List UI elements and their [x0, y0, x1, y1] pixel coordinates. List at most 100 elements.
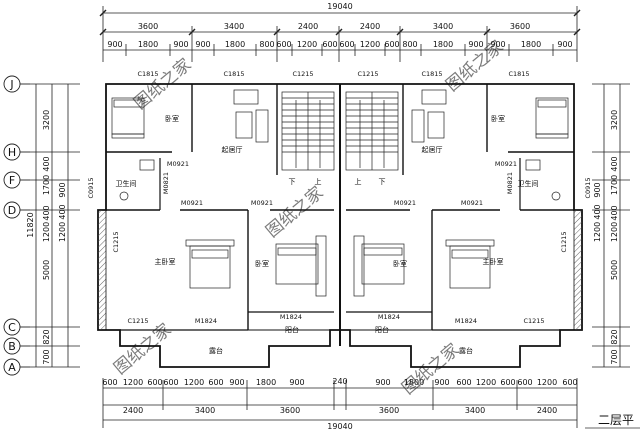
- door-code: M0921: [495, 160, 517, 168]
- left-dim: 5000: [42, 260, 51, 280]
- bottom-row2-labels: 600 1200 600 600 1200 600 900 1800 900 9…: [102, 378, 577, 387]
- bottom-dim: 2400: [537, 406, 557, 415]
- stair-up: 上: [315, 177, 322, 186]
- bottom-sub-dim: 900: [434, 378, 449, 387]
- right-dim: 820: [610, 329, 619, 344]
- top-sub-dim: 600: [384, 40, 399, 49]
- top-sub-dim: 600: [322, 40, 337, 49]
- top-sub-dim: 900: [173, 40, 188, 49]
- top-sub-dim: 800: [259, 40, 274, 49]
- window-code: C1215: [127, 317, 148, 325]
- top-sub-dim: 900: [557, 40, 572, 49]
- door-code: M0821: [506, 172, 514, 194]
- room-balcony: 阳台: [285, 325, 299, 334]
- bottom-sub-dim: 600: [500, 378, 515, 387]
- left-dim: 820: [42, 329, 51, 344]
- right-dim: 3200: [610, 110, 619, 130]
- room-living: 起居厅: [422, 146, 443, 154]
- bottom-sub-dim: 600: [163, 378, 178, 387]
- bottom-dim: 3600: [379, 406, 399, 415]
- bottom-sub-dim: 1200: [537, 378, 557, 387]
- left-dim: 3200: [42, 110, 51, 130]
- bed-center-left: [275, 235, 327, 297]
- bottom-sub-dim: 900: [289, 378, 304, 387]
- window-code: C1815: [223, 70, 244, 78]
- master-bed-right: [445, 239, 495, 289]
- left-inner-dim: 1200: [58, 222, 67, 242]
- furniture: [111, 89, 569, 297]
- room-master: 主卧室: [483, 257, 504, 266]
- axis-label-a: A: [8, 361, 16, 374]
- door-code: M1824: [195, 317, 217, 325]
- watermark: 图纸之家: [262, 183, 327, 242]
- side-dimensions: [30, 83, 630, 368]
- watermark: 图纸之家: [110, 320, 175, 379]
- right-dim: 700: [610, 349, 619, 364]
- left-dim: 400: [42, 205, 51, 220]
- top-dim-2400-a: 2400: [298, 22, 318, 31]
- right-dim: 1700: [610, 175, 619, 195]
- building-walls: [97, 83, 583, 368]
- window-code: C0915: [584, 177, 592, 198]
- door-code: M1824: [378, 313, 400, 321]
- left-total-dimension: 11820: [26, 212, 35, 237]
- door-code: M0921: [461, 199, 483, 207]
- door-code: M0821: [162, 172, 170, 194]
- room-bedroom: 卧室: [393, 259, 407, 268]
- room-living: 起居厅: [222, 146, 243, 154]
- bottom-sub-dim: 1800: [256, 378, 276, 387]
- right-dim: 400: [610, 205, 619, 220]
- room-terrace: 露台: [459, 346, 473, 355]
- window-code: C1815: [137, 70, 158, 78]
- left-row-labels: 3200 400 1700 400 1200 5000 820 700 900 …: [42, 110, 67, 365]
- room-labels: 卧室 卧室 起居厅 起居厅 卫生间 卫生间 主卧室 主卧室 卧室 卧室 阳台 阳…: [116, 114, 539, 355]
- watermark: 图纸之家: [398, 340, 463, 399]
- axis-label-d: D: [8, 204, 16, 217]
- bottom-sub-dim: 900: [229, 378, 244, 387]
- right-inner-dim: 400: [593, 204, 602, 219]
- bottom-sub-dim: 600: [562, 378, 577, 387]
- room-master: 主卧室: [155, 257, 176, 266]
- left-dim: 1700: [42, 175, 51, 195]
- sofa-left: [233, 89, 269, 143]
- top-row1-labels: 3600 3400 2400 2400 3400 3600: [138, 22, 530, 31]
- top-dim-3600-b: 3600: [510, 22, 530, 31]
- bottom-dim: 240: [332, 377, 347, 386]
- stair-up: 上: [355, 177, 362, 186]
- left-grid-ticks-lines: [30, 83, 630, 368]
- window-code: C1215: [560, 231, 568, 252]
- grid-axis-bubbles: [3, 75, 30, 376]
- left-dim: 400: [42, 156, 51, 171]
- room-bedroom: 卧室: [255, 259, 269, 268]
- window-code: C1215: [357, 70, 378, 78]
- axis-label-f: F: [9, 174, 15, 187]
- left-inner-dim: 900: [58, 182, 67, 197]
- top-total-dimension: 19040: [327, 2, 352, 11]
- bottom-row1-labels: 2400 3400 3600 240 3600 3400 2400: [123, 377, 557, 415]
- bottom-dim: 2400: [123, 406, 143, 415]
- bottom-sub-dim: 900: [375, 378, 390, 387]
- sofa-right: [411, 89, 447, 143]
- bottom-dimensions: [102, 378, 578, 428]
- bed-center-right: [353, 235, 405, 297]
- door-code: M0921: [167, 160, 189, 168]
- master-bed-left: [185, 239, 235, 289]
- door-code: M1824: [455, 317, 477, 325]
- right-dim: 400: [610, 156, 619, 171]
- drawing-title: 二层平: [598, 413, 634, 427]
- top-sub-dim: 900: [490, 40, 505, 49]
- top-dim-3600-a: 3600: [138, 22, 158, 31]
- door-code: M1824: [280, 313, 302, 321]
- top-dimensions: [102, 6, 578, 62]
- room-terrace: 露台: [209, 346, 223, 355]
- bottom-sub-dim: 600: [456, 378, 471, 387]
- staircase-left: [281, 91, 335, 171]
- bottom-sub-dim: 1800: [404, 378, 424, 387]
- right-dim: 5000: [610, 260, 619, 280]
- top-dimension-ticks: [99, 9, 581, 36]
- bottom-dim: 3600: [280, 406, 300, 415]
- bottom-sub-dim: 600: [517, 378, 532, 387]
- room-bedroom: 卧室: [165, 114, 179, 123]
- door-window-codes: C1815 C1815 C1215 C1215 C1815 C1815 M092…: [87, 70, 592, 325]
- bed-upper-right: [535, 97, 569, 139]
